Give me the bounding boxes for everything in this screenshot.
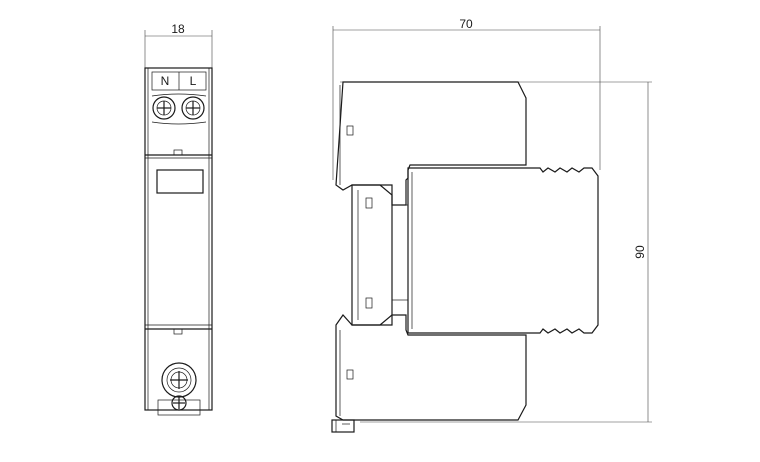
side-height-label: 90 (633, 245, 647, 259)
bottom-terminal-screw (161, 362, 197, 398)
ground-clip (157, 395, 201, 416)
side-width-dimension: 70 (332, 17, 601, 180)
front-body-outline (144, 67, 213, 411)
top-terminal-block: N L (151, 71, 207, 125)
side-height-dimension: 90 (340, 81, 652, 423)
front-width-dimension: 18 (144, 22, 213, 70)
side-view: 70 90 (331, 17, 652, 433)
front-view: 18 N L (144, 22, 213, 416)
upper-housing (335, 81, 527, 206)
status-window (156, 169, 204, 194)
bottom-latch (331, 419, 355, 433)
side-width-label: 70 (459, 17, 473, 31)
terminal-label-l: L (190, 74, 197, 88)
front-module (407, 167, 599, 334)
lower-housing (335, 314, 527, 421)
terminal-screw-l (181, 96, 205, 120)
terminal-screw-n (152, 96, 176, 120)
terminal-label-n: N (161, 74, 170, 88)
front-width-label: 18 (171, 22, 185, 36)
